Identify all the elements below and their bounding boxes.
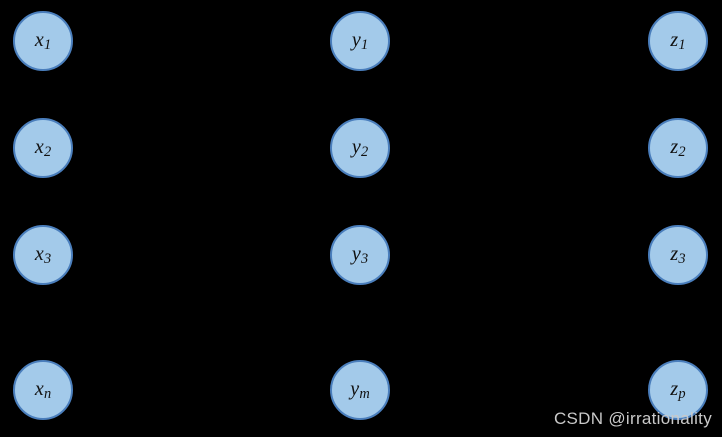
node-label-subscript: 3: [43, 250, 52, 267]
node-y-3[interactable]: y3: [330, 225, 390, 285]
node-label: z1: [670, 30, 685, 53]
node-label-subscript: 2: [43, 143, 52, 160]
node-label-base: y: [350, 377, 360, 400]
node-label: y1: [352, 30, 368, 53]
node-label-subscript: 2: [678, 143, 686, 160]
node-label: zp: [670, 379, 685, 402]
node-y-2[interactable]: y2: [330, 118, 390, 178]
node-label-base: z: [670, 135, 679, 158]
node-x-3[interactable]: x3: [13, 225, 73, 285]
node-label-base: y: [351, 242, 361, 265]
node-x-1[interactable]: x1: [13, 11, 73, 71]
node-z-3[interactable]: z3: [648, 225, 708, 285]
node-z-p[interactable]: zp: [648, 360, 708, 420]
node-label-base: y: [351, 28, 361, 51]
node-label-base: z: [670, 28, 679, 51]
node-label-base: x: [34, 28, 44, 51]
node-label-subscript: n: [43, 385, 52, 402]
node-y-1[interactable]: y1: [330, 11, 390, 71]
watermark: CSDN @irrationality: [553, 409, 712, 428]
node-label-base: y: [351, 135, 361, 158]
node-label: ym: [350, 379, 369, 402]
node-label-subscript: p: [678, 385, 686, 402]
node-label-base: x: [34, 377, 44, 400]
node-label-subscript: 2: [360, 143, 369, 160]
node-label: y3: [352, 244, 368, 267]
node-label-subscript: 3: [678, 250, 686, 267]
node-y-m[interactable]: ym: [330, 360, 390, 420]
node-label: x2: [35, 137, 51, 160]
node-x-2[interactable]: x2: [13, 118, 73, 178]
node-x-n[interactable]: xn: [13, 360, 73, 420]
node-label: z2: [670, 137, 685, 160]
node-label: xn: [35, 379, 51, 402]
node-label-subscript: 1: [360, 36, 369, 53]
node-label-subscript: m: [359, 385, 370, 402]
node-label-base: z: [670, 377, 679, 400]
node-z-2[interactable]: z2: [648, 118, 708, 178]
node-label: x3: [35, 244, 51, 267]
node-label-base: x: [34, 242, 44, 265]
node-label-base: z: [670, 242, 679, 265]
node-label: z3: [670, 244, 685, 267]
node-label-subscript: 3: [360, 250, 369, 267]
node-label: x1: [35, 30, 51, 53]
node-label-base: x: [34, 135, 44, 158]
node-z-1[interactable]: z1: [648, 11, 708, 71]
node-label-subscript: 1: [43, 36, 52, 53]
node-label-subscript: 1: [678, 36, 686, 53]
node-label: y2: [352, 137, 368, 160]
